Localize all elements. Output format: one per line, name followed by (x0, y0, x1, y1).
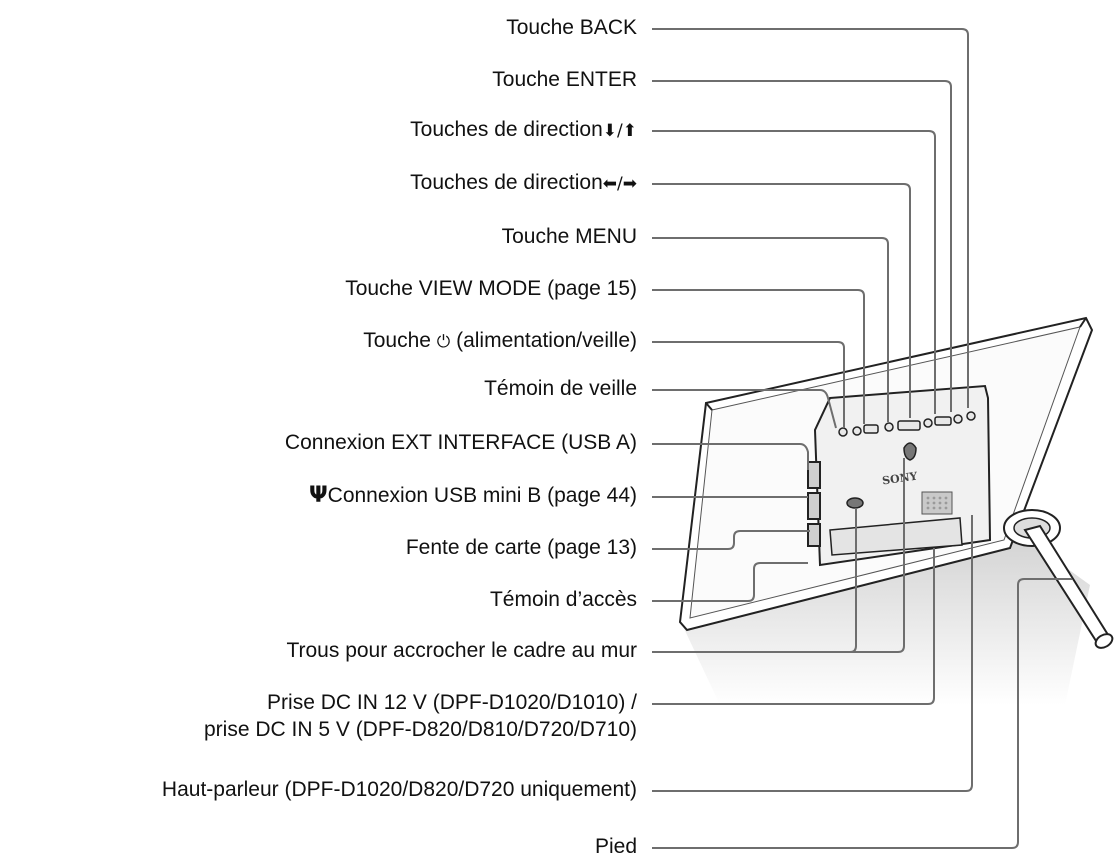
rear-panel: SONY (807, 384, 992, 567)
wall-hole-left (846, 497, 864, 509)
label-direction-up-down: Touches de direction⬇/⬆ (410, 118, 637, 141)
label-back-button: Touche BACK (506, 16, 637, 39)
label-power-button: Touche ⏻ (alimentation/veille) (363, 329, 637, 352)
label-standby-led: Témoin de veille (484, 377, 637, 400)
label-speaker: Haut-parleur (DPF-D1020/D820/D720 unique… (161, 778, 637, 801)
label-usb-mini: ΨConnexion USB mini B (page 44) (308, 483, 637, 508)
connector-strip (807, 461, 821, 547)
label-view-mode-button: Touche VIEW MODE (page 15) (345, 277, 637, 300)
label-ext-interface: Connexion EXT INTERFACE (USB A) (284, 431, 637, 454)
wall-hole-top (903, 442, 917, 461)
stand (1003, 509, 1114, 649)
floor-shadow (680, 520, 1090, 705)
label-direction-left-right: Touches de direction⬅/➡ (410, 171, 637, 194)
arrow-down-up-icon: ⬇/⬆ (602, 121, 637, 141)
speaker-grille (921, 491, 953, 515)
usb-icon: Ψ (308, 483, 328, 508)
label-dc-in-line-1: Prise DC IN 12 V (DPF-D1020/D1010) / (267, 691, 637, 714)
arrow-left-right-icon: ⬅/➡ (602, 174, 637, 194)
label-wall-holes: Trous pour accrocher le cadre au mur (286, 639, 637, 662)
label-stand: Pied (594, 835, 637, 858)
label-card-slot: Fente de carte (page 13) (405, 536, 637, 559)
sony-logo: SONY (881, 470, 918, 488)
power-icon: ⏻ (436, 332, 451, 352)
dc-in-panel (829, 517, 963, 556)
label-access-led: Témoin d’accès (489, 588, 637, 611)
label-menu-button: Touche MENU (501, 225, 637, 248)
label-dc-in-line-2: prise DC IN 5 V (DPF-D820/D810/D720/D710… (203, 718, 637, 741)
label-enter-button: Touche ENTER (492, 68, 637, 91)
leader-lines (652, 28, 1072, 849)
